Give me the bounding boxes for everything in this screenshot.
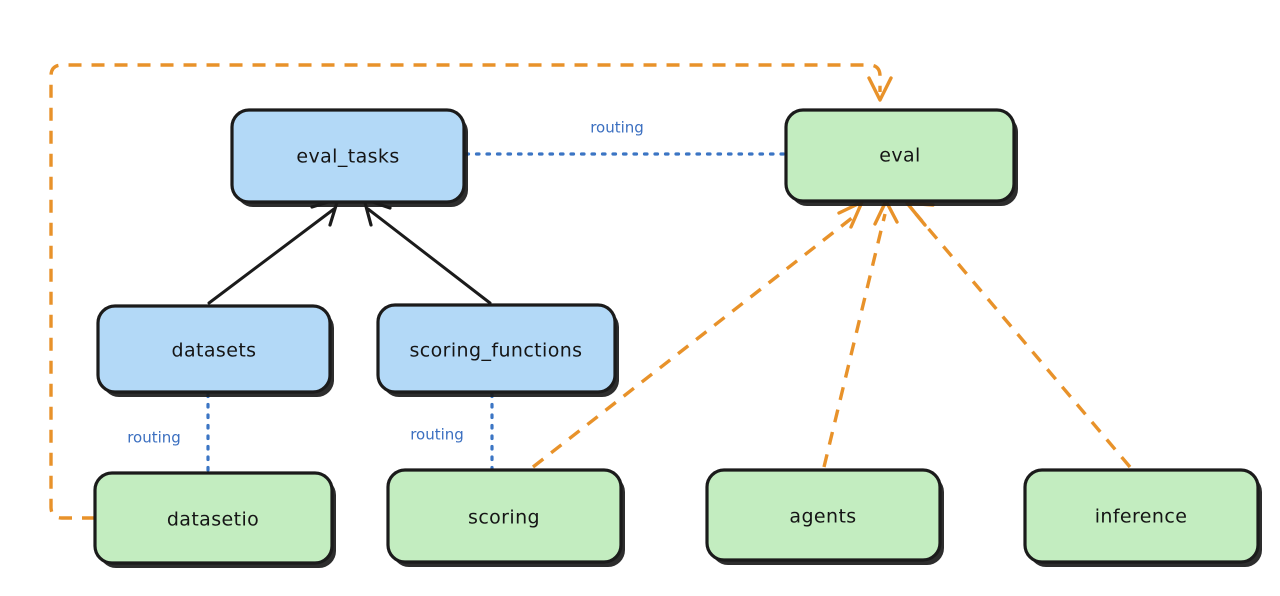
- node-datasets-body[interactable]: [96, 304, 332, 394]
- edge-datasetio-to-eval-arrowhead: [867, 76, 893, 102]
- edge-agents-to-eval-path: [822, 213, 887, 468]
- edge-layer: [49, 63, 1132, 520]
- node-eval-body[interactable]: [784, 108, 1016, 203]
- edge-scoring-functions-to-eval-tasks: [362, 197, 492, 305]
- edge-inference-to-eval-arrowhead: [905, 201, 935, 227]
- node-scoring-functions-label: scoring_functions: [410, 340, 583, 362]
- node-agents[interactable]: agents: [705, 468, 944, 565]
- node-inference-body[interactable]: [1023, 468, 1260, 564]
- edge-datasets-to-eval-tasks: [207, 197, 340, 305]
- node-inference-label: inference: [1095, 506, 1188, 528]
- node-scoring-functions-body[interactable]: [376, 303, 617, 394]
- edge-label-routing-datasets-datasetio: routing: [127, 429, 181, 447]
- edge-datasetio-to-eval-path: [49, 63, 882, 520]
- node-agents-body[interactable]: [705, 468, 942, 562]
- node-datasetio[interactable]: datasetio: [93, 471, 336, 568]
- edge-inference-to-eval-path: [914, 212, 1132, 469]
- node-datasetio-body[interactable]: [93, 471, 334, 565]
- node-scoring[interactable]: scoring: [386, 468, 625, 567]
- node-inference[interactable]: inference: [1023, 468, 1262, 567]
- node-eval[interactable]: eval: [784, 108, 1018, 206]
- node-eval-tasks-body[interactable]: [230, 108, 466, 204]
- node-eval-label: eval: [879, 145, 920, 167]
- node-scoring-label: scoring: [468, 507, 540, 529]
- node-layer: eval_tasks eval datasets scoring_functio…: [93, 108, 1262, 568]
- node-scoring-body[interactable]: [386, 468, 623, 564]
- edge-label-layer: routing routing routing: [127, 119, 644, 447]
- node-agents-label: agents: [789, 506, 856, 528]
- edge-label-routing-eval-tasks-eval: routing: [590, 119, 644, 137]
- node-eval-tasks-label: eval_tasks: [296, 146, 399, 168]
- edge-scoring-functions-to-eval-tasks-path: [366, 207, 492, 305]
- edge-inference-to-eval: [905, 201, 1132, 469]
- node-datasetio-label: datasetio: [167, 509, 259, 531]
- edge-agents-to-eval: [822, 199, 899, 468]
- edge-datasets-to-eval-tasks-path: [207, 207, 336, 305]
- node-scoring-functions[interactable]: scoring_functions: [376, 303, 619, 397]
- edge-label-routing-scoring-functions-scoring: routing: [410, 426, 464, 444]
- node-eval-tasks[interactable]: eval_tasks: [230, 108, 468, 207]
- edge-datasetio-to-eval: [49, 63, 893, 520]
- node-datasets[interactable]: datasets: [96, 304, 334, 397]
- node-datasets-label: datasets: [172, 340, 257, 362]
